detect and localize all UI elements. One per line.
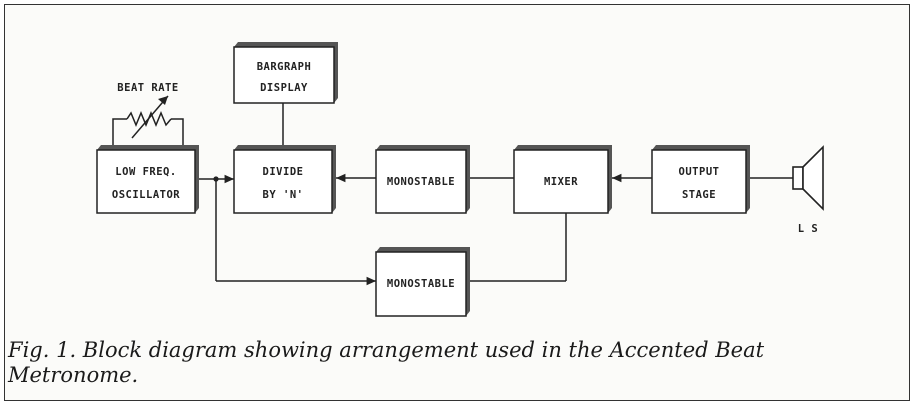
block-monostable-top: MONOSTABLE [375,145,470,214]
loudspeaker-icon [792,145,824,211]
speaker-label: L S [798,223,818,235]
figure-caption: Fig. 1. Block diagram showing arrangemen… [8,338,765,387]
monostable-bottom-label: MONOSTABLE [387,278,455,290]
output-label-2: STAGE [682,189,716,201]
pot-wire-right [171,118,184,145]
block-barograph: BARGRAPH DISPLAY [233,42,338,104]
block-divide-by-n: DIVIDE BY 'N' [233,145,336,214]
monostable-top-label: MONOSTABLE [387,176,455,188]
pot-wire-left [112,118,127,145]
pot-arrow-head [158,96,168,105]
block-oscillator: LOW FREQ. OSCILLATOR [96,145,199,214]
oscillator-label-1: LOW FREQ. [115,166,176,178]
beat-rate-label: BEAT RATE [117,82,178,94]
block-mixer: MIXER [513,145,612,214]
divide-label-2: BY 'N' [263,189,304,201]
connection-lines [112,95,793,286]
output-label-1: OUTPUT [679,166,720,178]
oscillator-label-2: OSCILLATOR [112,189,180,201]
barograph-label-2: DISPLAY [260,82,308,94]
divide-label-1: DIVIDE [263,166,304,178]
junction-dot [213,176,219,182]
pot-wiper [131,95,169,139]
mixer-label: MIXER [544,176,578,188]
block-monostable-bottom: MONOSTABLE [375,247,470,317]
barograph-label-1: BARGRAPH [257,61,312,73]
block-output-stage: OUTPUT STAGE [651,145,750,214]
